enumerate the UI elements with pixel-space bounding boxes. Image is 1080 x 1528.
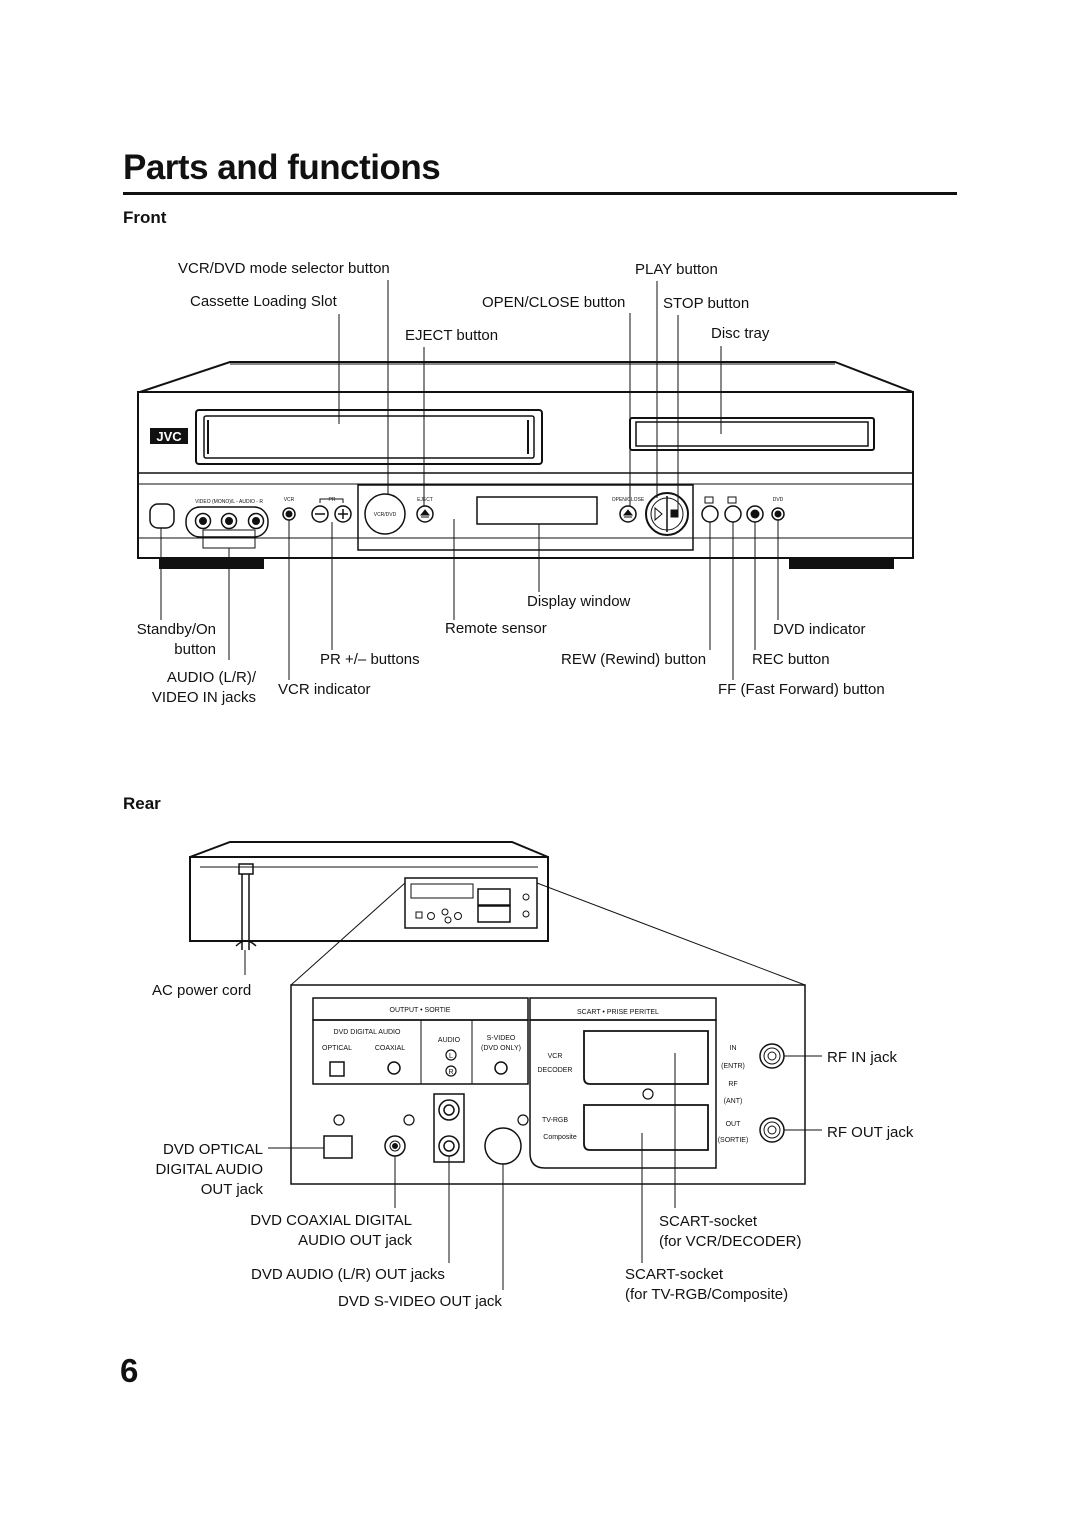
rear-text-coaxial: COAXIAL [375,1045,405,1052]
page-number: 6 [120,1352,139,1389]
rear-text-output: OUTPUT • SORTIE [390,1007,451,1014]
panel-text-vcr: VCR [284,497,295,503]
rear-text-dvd-digital-audio: DVD DIGITAL AUDIO [334,1029,401,1036]
rear-text-entr: (ENTR) [721,1063,745,1070]
label-scart-tv-1: SCART-socket [625,1266,724,1283]
label-open-close: OPEN/CLOSE button [482,294,626,311]
front-heading: Front [123,208,167,227]
label-rew: REW (Rewind) button [561,651,707,668]
rear-text-dvd-only: (DVD ONLY) [481,1045,521,1052]
label-audio-in-2: VIDEO IN jacks [151,689,256,706]
panel-text-vcr-dvd: VCR/DVD [374,512,397,518]
label-dvd-optical-3: OUT jack [200,1181,263,1198]
rear-text-l: L [449,1053,453,1060]
label-rf-out: RF OUT jack [827,1124,914,1141]
rear-text-out: OUT [726,1121,742,1128]
label-coaxial-1: DVD COAXIAL DIGITAL [250,1212,412,1229]
rear-heading: Rear [123,794,161,813]
rear-text-r: R [448,1069,453,1076]
label-dvd-audio-out: DVD AUDIO (L/R) OUT jacks [251,1266,445,1283]
rear-text-tv-rgb: TV-RGB [542,1117,568,1124]
label-rec: REC button [752,651,830,668]
rear-text-decoder: DECODER [537,1067,572,1074]
label-play: PLAY button [635,261,718,278]
rear-text-optical: OPTICAL [322,1045,352,1052]
rear-text-composite: Composite [543,1134,577,1141]
label-scart-vcr-2: (for VCR/DECODER) [659,1233,802,1250]
rear-text-vcr: VCR [548,1053,563,1060]
label-disc-tray: Disc tray [711,325,770,342]
brand-logo: JVC [156,429,182,444]
label-dvd-optical-1: DVD OPTICAL [162,1141,263,1158]
rear-text-rf: RF [728,1081,737,1088]
rear-text-audio: AUDIO [438,1037,461,1044]
label-ac-power-cord: AC power cord [152,982,252,999]
label-dvd-optical-2: DIGITAL AUDIO [155,1161,263,1178]
label-cassette-slot: Cassette Loading Slot [190,293,337,310]
label-ff: FF (Fast Forward) button [718,681,885,698]
label-standby-1: Standby/On [136,621,216,638]
label-vcr-indicator: VCR indicator [278,681,371,698]
label-scart-vcr-1: SCART-socket [659,1213,758,1230]
page-title: Parts and functions [123,148,441,187]
label-scart-tv-2: (for TV-RGB/Composite) [625,1286,789,1303]
label-mode-selector: VCR/DVD mode selector button [178,260,390,277]
label-audio-in-1: AUDIO (L/R)/ [166,669,256,686]
label-stop: STOP button [663,295,750,312]
label-pr-buttons: PR +/– buttons [320,651,420,668]
label-coaxial-2: AUDIO OUT jack [298,1232,412,1249]
rear-text-sortie: (SORTIE) [718,1137,749,1144]
rear-text-in: IN [730,1045,737,1052]
label-rf-in: RF IN jack [827,1049,898,1066]
label-remote-sensor: Remote sensor [445,620,547,637]
rear-text-ant: (ANT) [724,1098,743,1105]
label-eject: EJECT button [405,327,499,344]
title-rule [123,192,957,195]
panel-text-dvd: DVD [773,497,784,503]
panel-text-pr: PR [329,497,336,503]
label-dvd-indicator: DVD indicator [773,621,866,638]
panel-text-eject: EJECT [417,497,433,503]
rear-text-scart: SCART • PRISE PERITEL [577,1009,659,1016]
panel-text-open-close: OPEN/CLOSE [612,497,645,503]
label-standby-2: button [174,641,216,658]
rear-text-s-video: S-VIDEO [487,1035,516,1042]
label-display-window: Display window [527,593,631,610]
label-s-video-out: DVD S-VIDEO OUT jack [338,1293,502,1310]
panel-text-video-audio: VIDEO (MONO)/L - AUDIO - R [195,499,263,505]
